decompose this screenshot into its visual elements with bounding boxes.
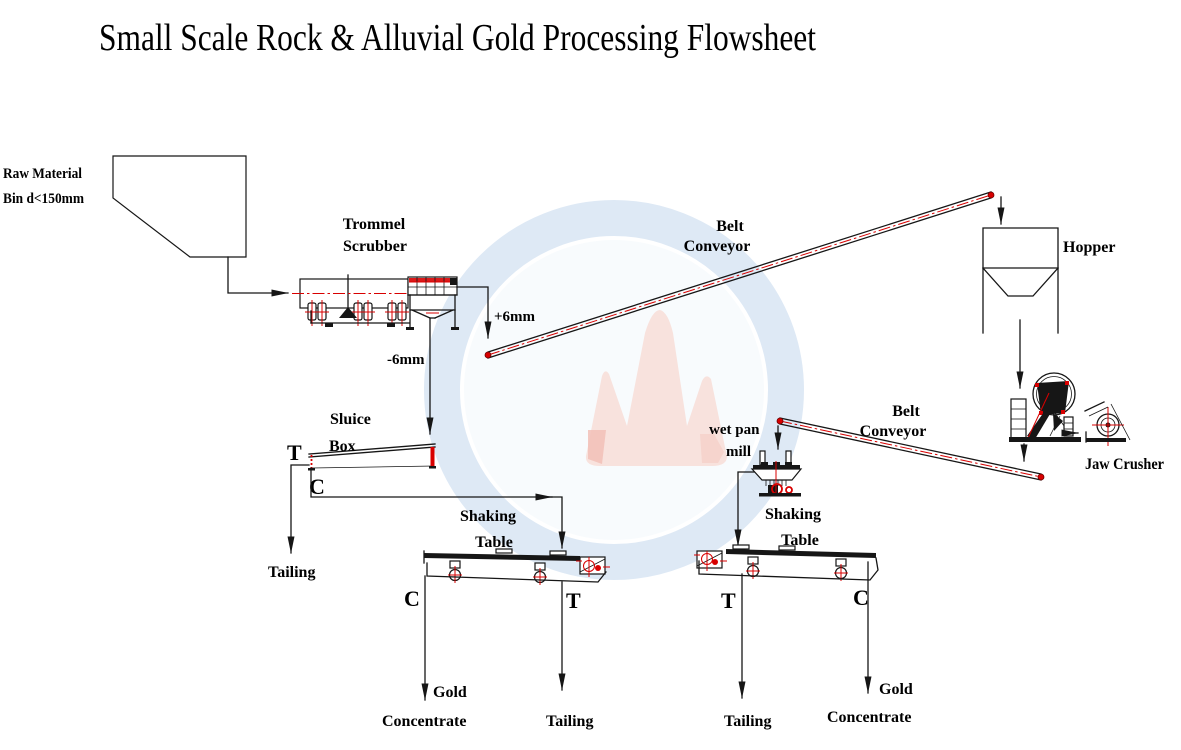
trommel-label-line1: Trommel: [343, 216, 406, 233]
hopper-label: Hopper: [1063, 239, 1115, 256]
table1-tailing-letter: T: [566, 588, 581, 613]
shaking-table-1-label-line1: Shaking: [460, 508, 516, 525]
flow-mill-to-table2: [734, 471, 755, 547]
sluice-box-label-line2: Box: [329, 438, 356, 455]
raw-bin-label-line1: Raw Material: [3, 166, 82, 182]
wet-pan-mill-label-line2: mill: [726, 444, 751, 460]
belt-conveyor-2-label-line2: Conveyor: [860, 423, 927, 440]
table2-tailing-label: Tailing: [724, 713, 771, 730]
table1-concentrate-label-line1: Gold: [433, 684, 467, 701]
table1-concentrate-letter: C: [404, 586, 420, 611]
belt-conveyor-1-label-line2: Conveyor: [684, 238, 751, 255]
watermark-crown: [585, 310, 728, 466]
shaking-table-2-drawing: Shaking Table T C: [694, 506, 879, 613]
jaw-crusher-label: Jaw Crusher: [1085, 456, 1164, 473]
undersize-label: -6mm: [387, 352, 425, 368]
shaking-table-2-label-line1: Shaking: [765, 506, 821, 523]
trommel-rollers: [305, 300, 409, 326]
trommel-label-line2: Scrubber: [343, 238, 407, 255]
trommel-screen: [407, 276, 458, 296]
page-title: Small Scale Rock & Alluvial Gold Process…: [99, 17, 816, 59]
raw-bin-outline: [112, 155, 247, 258]
table2-concentrate-label-line2: Concentrate: [827, 709, 911, 726]
flow-bin-to-trommel: [227, 256, 289, 297]
oversize-label: +6mm: [494, 309, 536, 325]
watermark-crown-accent-right: [700, 434, 724, 463]
sluice-box-label-line1: Sluice: [330, 411, 371, 428]
flow-oversize-arrow: [456, 286, 492, 339]
flow-sluice-tailing-arrow: [287, 464, 310, 554]
belt-conveyor-2-drawing: Belt Conveyor: [776, 403, 1045, 481]
belt-conveyor-1-drawing: Belt Conveyor: [484, 191, 995, 359]
trommel-discharge-hopper: [406, 294, 459, 330]
belt-conveyor-2-label-line1: Belt: [892, 403, 920, 420]
sluice-tailing-letter: T: [287, 440, 302, 465]
hopper-drawing: Hopper: [982, 227, 1115, 334]
raw-material-bin: Raw Material Bin d<150mm: [3, 155, 247, 258]
sluice-tailing-label: Tailing: [268, 564, 315, 581]
table2-tailing-letter: T: [721, 588, 736, 613]
shaking-table-2-label-line2: Table: [781, 532, 819, 549]
watermark-ring: [424, 200, 804, 580]
table1-tailing-label: Tailing: [546, 713, 593, 730]
belt-conveyor-1-label-line1: Belt: [716, 218, 744, 235]
jaw-crusher-drawing: Jaw Crusher: [1009, 372, 1164, 473]
flow-sluice-concentrate-to-table1: [310, 467, 566, 549]
wet-pan-mill-drawing: wet pan mill: [709, 422, 803, 497]
watermark-logo: [424, 200, 804, 580]
shaking-table-1-drawing: Shaking Table C T: [404, 508, 610, 613]
shaking-table-1-label-line2: Table: [475, 534, 513, 551]
sluice-box-drawing: Sluice Box T C: [287, 411, 436, 499]
trommel-scrubber-drawing: Trommel Scrubber: [292, 216, 459, 330]
sluice-concentrate-letter: C: [309, 474, 325, 499]
table2-concentrate-label-line1: Gold: [879, 681, 913, 698]
watermark-crown-accent-left: [588, 430, 606, 464]
raw-bin-label-line2: Bin d<150mm: [3, 191, 84, 207]
wet-pan-mill-label-line1: wet pan: [709, 422, 760, 438]
table2-concentrate-letter: C: [853, 585, 869, 610]
table1-concentrate-label-line2: Concentrate: [382, 713, 466, 730]
